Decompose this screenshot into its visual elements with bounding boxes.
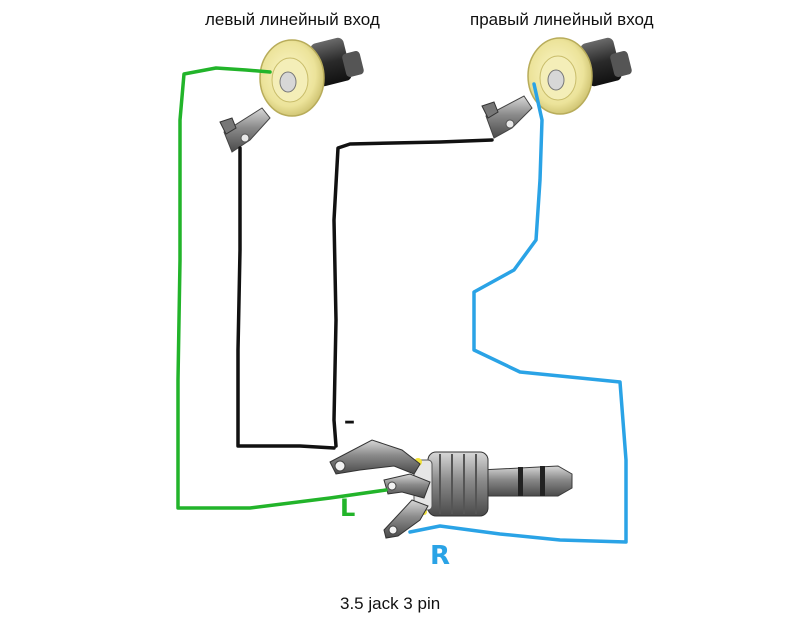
right-ground-wire [332, 138, 494, 448]
left-ground-wire [236, 146, 336, 450]
right-signal-wire [408, 82, 628, 544]
jack-3-5mm [329, 439, 573, 539]
left-signal-wire [176, 66, 388, 510]
right-rca-socket [481, 37, 632, 139]
right-channel-mark: R [430, 541, 450, 571]
minus-mark: – [344, 409, 355, 434]
left-rca-socket [219, 37, 364, 153]
right-line-input-label: правый линейный вход [470, 10, 654, 29]
jack-caption: 3.5 jack 3 pin [340, 594, 441, 613]
left-channel-mark: L [340, 494, 355, 522]
left-line-input-label: левый линейный вход [205, 10, 380, 29]
